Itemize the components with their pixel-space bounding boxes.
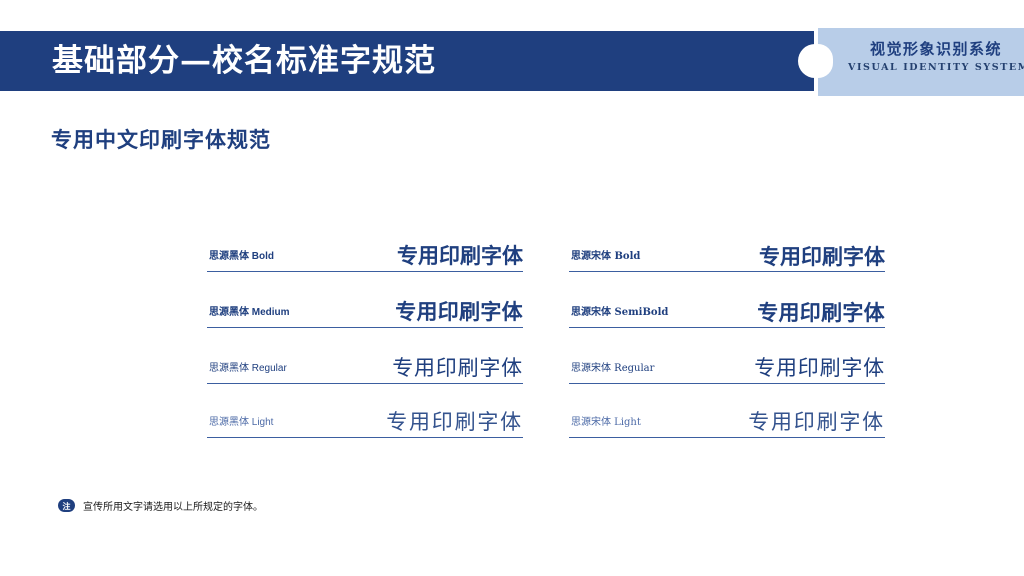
page-title: 基础部分—校名标准字规范 — [52, 43, 436, 79]
font-sample-name: 思源宋体 Light — [571, 417, 641, 428]
font-sample-name: 思源黑体 Bold — [209, 251, 274, 262]
note-badge-icon: 注 — [58, 499, 75, 512]
font-sample-row: 思源黑体 Light 专用印刷字体 — [207, 384, 523, 438]
font-sample-name: 思源黑体 Medium — [209, 307, 290, 318]
font-sample-specimen: 专用印刷字体 — [397, 245, 523, 268]
font-sample-name: 思源宋体 Regular — [571, 363, 655, 374]
font-sample-row: 思源黑体 Regular 专用印刷字体 — [207, 328, 523, 384]
font-sample-specimen: 专用印刷字体 — [754, 356, 885, 380]
slide-header: 基础部分—校名标准字规范 视觉形象识别系统 VISUAL IDENTITY SY… — [0, 0, 1024, 110]
font-sample-name: 思源黑体 Regular — [209, 363, 287, 374]
font-sample-row: 思源宋体 SemiBold 专用印刷字体 — [569, 272, 885, 328]
footnote-text: 宣传所用文字请选用以上所规定的字体。 — [83, 502, 263, 513]
header-bar-notch — [798, 44, 815, 78]
footnote: 注 宣传所用文字请选用以上所规定的字体。 — [58, 498, 263, 513]
font-sample-specimen: 专用印刷字体 — [748, 410, 885, 434]
identity-panel-title-en: VISUAL IDENTITY SYSTEM — [848, 62, 1024, 73]
font-sample-column-songti: 思源宋体 Bold 专用印刷字体 思源宋体 SemiBold 专用印刷字体 思源… — [569, 216, 885, 438]
font-sample-column-heiti: 思源黑体 Bold 专用印刷字体 思源黑体 Medium 专用印刷字体 思源黑体… — [207, 216, 523, 438]
header-panel-notch — [818, 44, 833, 78]
font-sample-specimen: 专用印刷字体 — [757, 300, 885, 325]
font-sample-name: 思源宋体 Bold — [571, 251, 641, 262]
section-heading: 专用中文印刷字体规范 — [51, 127, 271, 152]
font-sample-specimen: 专用印刷字体 — [395, 301, 523, 324]
identity-panel-title-cn: 视觉形象识别系统 — [869, 40, 1002, 58]
font-sample-row: 思源黑体 Bold 专用印刷字体 — [207, 216, 523, 272]
font-sample-specimen: 专用印刷字体 — [386, 411, 523, 434]
font-sample-specimen: 专用印刷字体 — [759, 244, 885, 269]
font-sample-name: 思源宋体 SemiBold — [571, 307, 669, 318]
header-title-bar — [0, 31, 814, 91]
font-sample-row: 思源宋体 Regular 专用印刷字体 — [569, 328, 885, 384]
identity-panel — [818, 28, 1024, 96]
font-sample-row: 思源黑体 Medium 专用印刷字体 — [207, 272, 523, 328]
font-sample-row: 思源宋体 Light 专用印刷字体 — [569, 384, 885, 438]
font-sample-row: 思源宋体 Bold 专用印刷字体 — [569, 216, 885, 272]
font-sample-grid: 思源黑体 Bold 专用印刷字体 思源黑体 Medium 专用印刷字体 思源黑体… — [0, 216, 1024, 438]
font-sample-specimen: 专用印刷字体 — [392, 357, 523, 380]
font-sample-name: 思源黑体 Light — [209, 417, 274, 428]
